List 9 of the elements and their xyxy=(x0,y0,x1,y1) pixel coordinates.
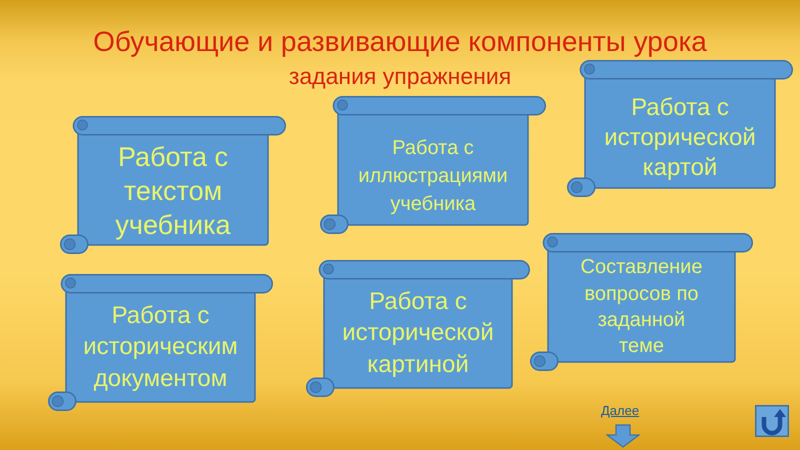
slide-subtitle: задания упражнения xyxy=(288,62,512,91)
next-link: Далее xyxy=(601,404,640,418)
banner-text: Составление вопросов по заданной теме xyxy=(580,255,704,360)
banner-text: Работа с исторической картиной xyxy=(341,287,495,380)
banner-text: Работа с иллюстрациями учебника xyxy=(357,136,509,217)
banner-text: Работа с исторической картой xyxy=(603,92,757,182)
slide-title: Обучающие и развивающие компоненты урока xyxy=(92,25,708,59)
banner-text: Работа с текстом учебника xyxy=(114,141,232,242)
banner-text: Работа с историческим документом xyxy=(82,301,239,394)
